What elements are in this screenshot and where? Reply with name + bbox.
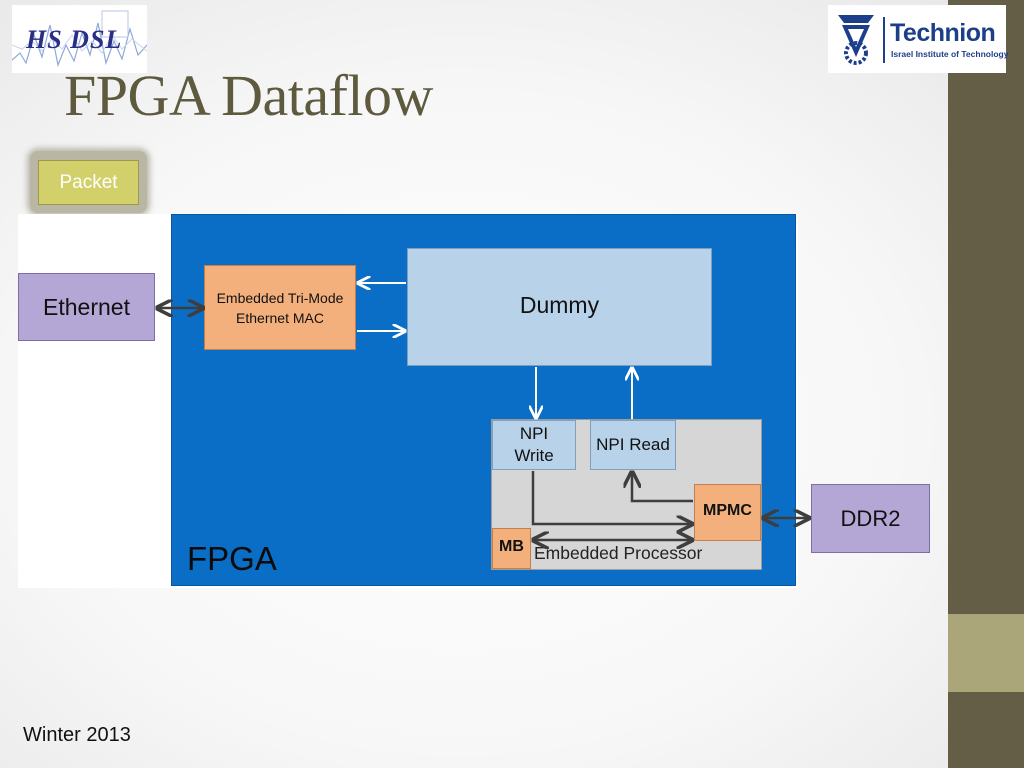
technion-divider — [883, 17, 885, 63]
dummy-block: Dummy — [407, 248, 712, 366]
sidebar-accent-band — [948, 614, 1024, 692]
embedded-processor-label: Embedded Processor — [534, 543, 703, 563]
ethernet-mac-block: Embedded Tri-Mode Ethernet MAC — [204, 265, 356, 350]
mpmc-block: MPMC — [694, 484, 761, 541]
hs-dsl-logo-text: HS DSL — [26, 25, 123, 54]
ddr2-block: DDR2 — [811, 484, 930, 553]
ethernet-mac-label-line2: Ethernet MAC — [236, 309, 324, 326]
fpga-label: FPGA — [187, 540, 277, 577]
hs-dsl-logo: HS DSL — [12, 5, 147, 73]
technion-emblem-icon — [838, 15, 874, 65]
npi-write-block: NPI Write — [492, 420, 576, 470]
npi-write-label-line1: NPI — [519, 424, 549, 443]
npi-write-label-line2: Write — [514, 446, 554, 465]
ethernet-mac-label-line1: Embedded Tri-Mode — [216, 289, 344, 306]
technion-subtitle: Israel Institute of Technology — [891, 49, 1009, 59]
npi-read-block: NPI Read — [590, 420, 676, 470]
ethernet-block: Ethernet — [18, 273, 155, 341]
footer-date: Winter 2013 — [23, 724, 131, 746]
mb-block: MB — [492, 528, 531, 569]
technion-logo: Technion Israel Institute of Technology — [828, 5, 1009, 73]
technion-name: Technion — [890, 19, 996, 47]
slide-title: FPGA Dataflow — [64, 63, 433, 128]
packet-block: Packet — [38, 160, 139, 205]
